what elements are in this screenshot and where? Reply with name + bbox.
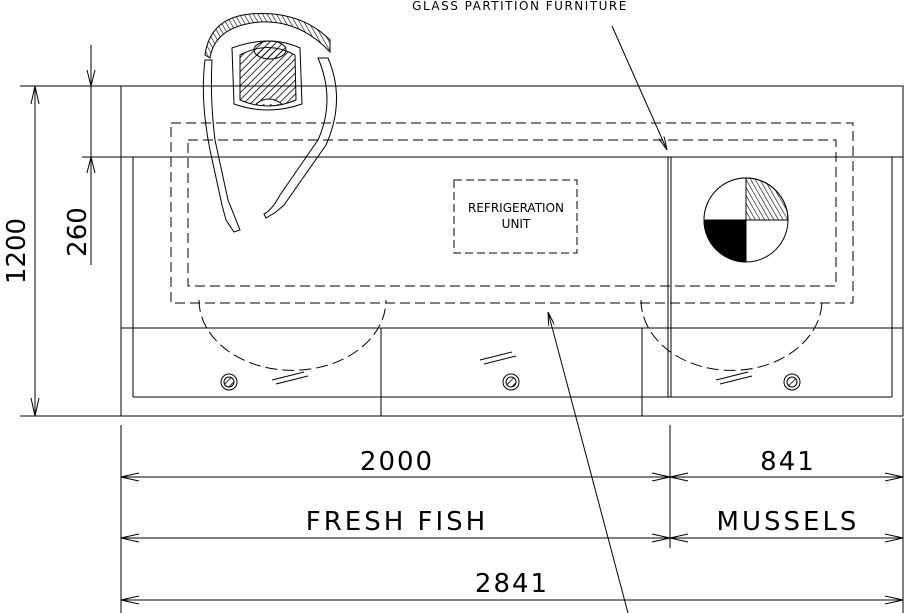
refrigeration-label-line2: UNIT [502,217,531,231]
drawer-knob-icon [783,373,801,391]
glass-partition [667,157,672,397]
vertical-dimension-260 [82,45,121,265]
dimension-2841: 2841 [475,569,549,599]
glass-partition-label: GLASS PARTITION FURNITURE [412,0,628,13]
scale-disc-icon [703,177,789,263]
dimension-2000: 2000 [360,447,434,477]
glass-partition-leader [611,25,667,150]
drawer-knob-icon [502,373,520,391]
person-figure-icon [202,13,337,233]
display-leader [548,312,629,613]
drawer-knob-icon [220,373,238,391]
dimension-260: 260 [63,207,93,257]
door-swing-arcs [198,299,823,371]
dimension-841: 841 [760,447,816,477]
dimension-1200: 1200 [2,218,32,284]
vertical-dimension-1200 [20,85,121,417]
refrigeration-unit-box [453,179,578,254]
glass-reflection-marks [271,351,753,385]
horizontal-dimension-lines [120,418,904,613]
refrigeration-label-line1: REFRIGERATION [468,201,564,215]
dashed-display-outline [170,122,854,304]
counter-outline [120,85,904,417]
section-fresh-fish: FRESH FISH [306,507,488,537]
section-mussels: MUSSELS [717,507,860,537]
